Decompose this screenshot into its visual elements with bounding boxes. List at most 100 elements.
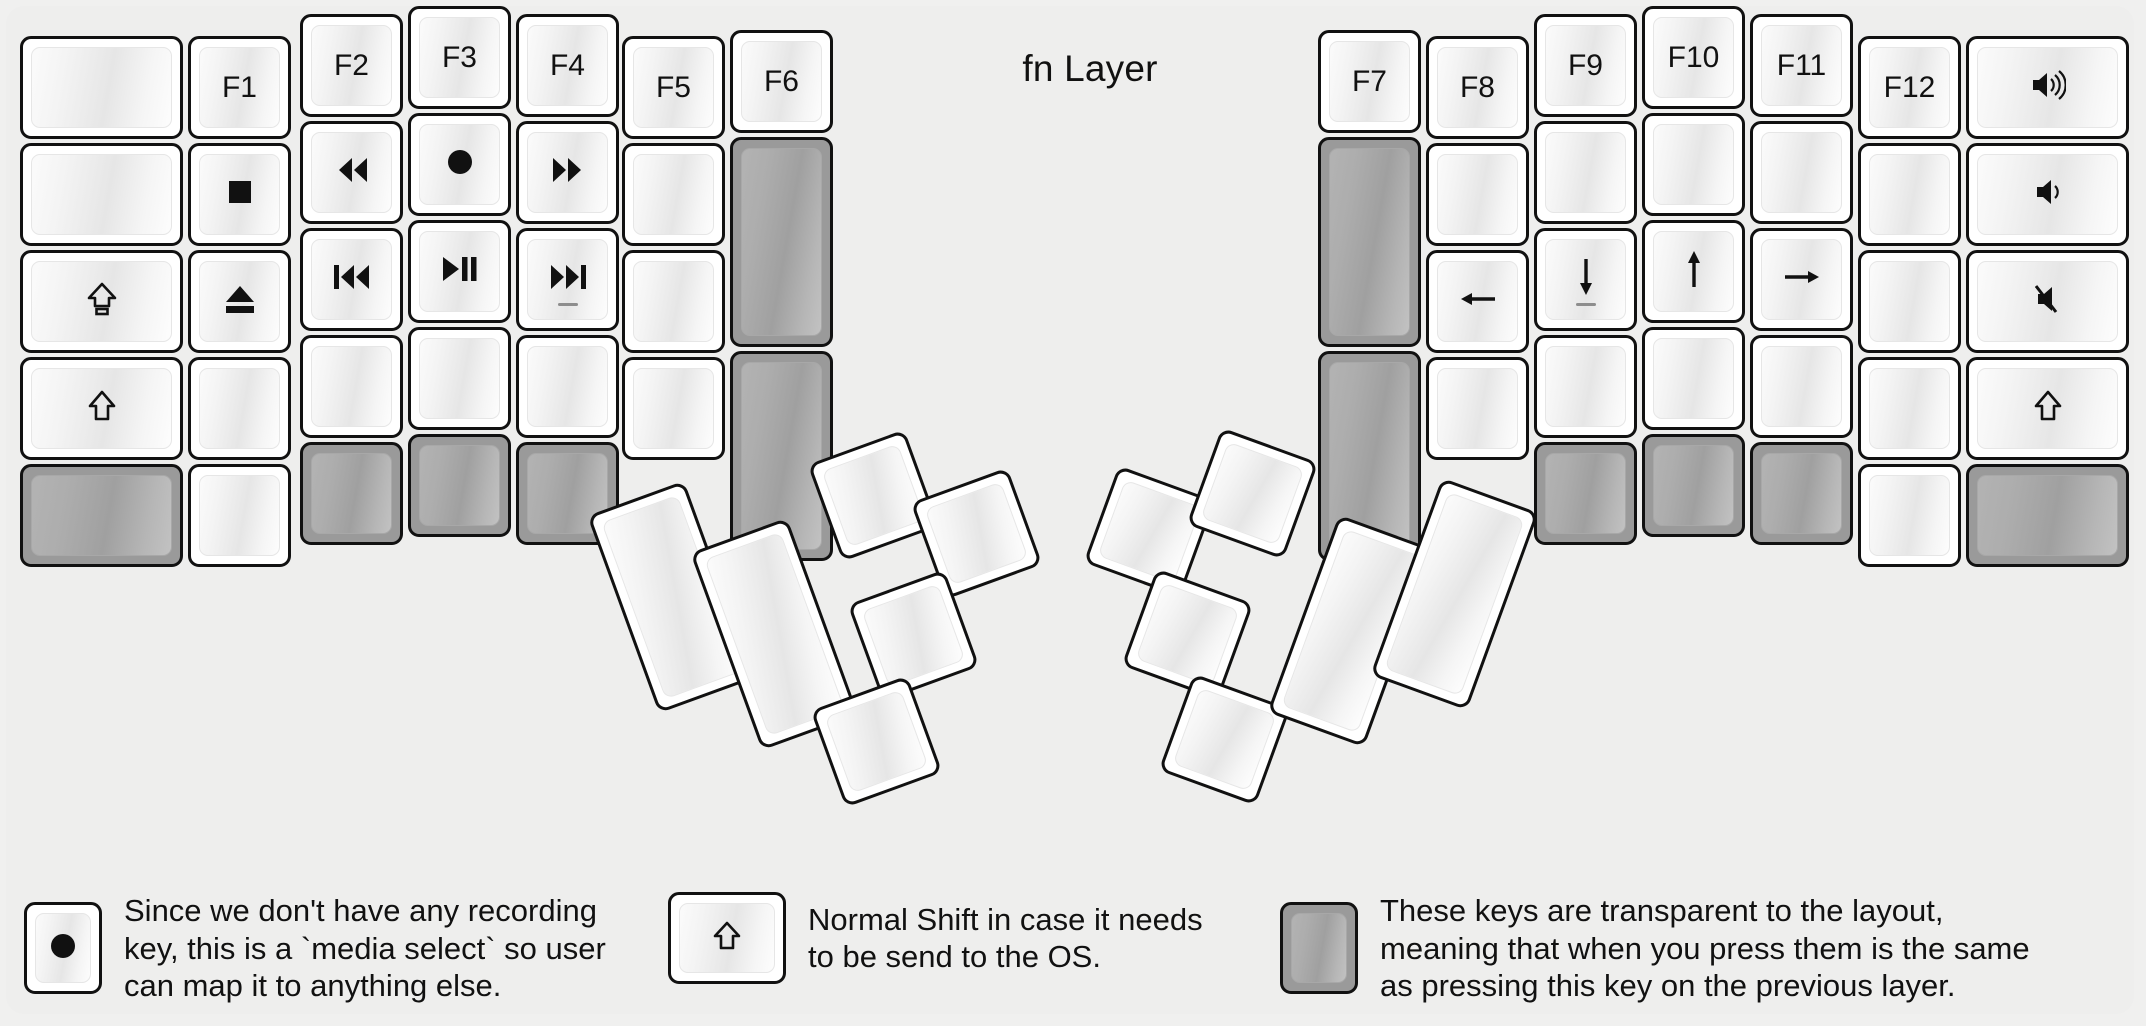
key-right-pinky-column-1[interactable]	[1858, 143, 1961, 246]
legend-key-transparent	[1280, 902, 1358, 995]
key-right-index-column-1[interactable]	[1534, 121, 1637, 224]
keycap-surface	[311, 132, 392, 213]
keycap-surface	[1977, 47, 2118, 128]
keycap-surface	[821, 443, 926, 548]
legend-keycap	[679, 903, 775, 973]
keycap-surface	[633, 261, 714, 342]
key-left-index-column-0[interactable]: F4	[516, 14, 619, 117]
key-right-middle-column-0[interactable]: F10	[1642, 6, 1745, 109]
key-right-middle-column-4[interactable]	[1642, 434, 1745, 537]
key-left-inner-column-0[interactable]: F6	[730, 30, 833, 133]
key-right-index-column-3[interactable]	[1534, 335, 1637, 438]
legend-key-record	[24, 902, 102, 995]
key-right-inner-index-column-1[interactable]	[1426, 143, 1529, 246]
key-left-pinky-column-2[interactable]	[188, 250, 291, 353]
legend-note-shift: Normal Shift in case it needs to be send…	[808, 901, 1203, 975]
keycap-surface	[1135, 582, 1240, 687]
keycap-surface: F5	[633, 47, 714, 128]
key-right-index-column-4[interactable]	[1534, 442, 1637, 545]
key-right-inner-column-0[interactable]: F7	[1318, 30, 1421, 133]
key-right-middle-column-1[interactable]	[1642, 113, 1745, 216]
keycap-surface: F8	[1437, 47, 1518, 128]
key-left-pinky-column-0[interactable]: F1	[188, 36, 291, 139]
key-right-middle-column-2[interactable]	[1642, 220, 1745, 323]
key-right-ring-column-4[interactable]	[1750, 442, 1853, 545]
key-right-ring-column-2[interactable]	[1750, 228, 1853, 331]
key-left-inner-index-column-1[interactable]	[622, 143, 725, 246]
key-right-pinky-outer-column-2[interactable]	[1966, 250, 2129, 353]
key-right-pinky-column-2[interactable]	[1858, 250, 1961, 353]
key-left-inner-column-1[interactable]	[730, 137, 833, 347]
key-left-pinky-outer-column-4[interactable]	[20, 464, 183, 567]
key-left-pinky-outer-column-3[interactable]	[20, 357, 183, 460]
key-left-pinky-column-3[interactable]	[188, 357, 291, 460]
key-left-pinky-outer-column-2[interactable]	[20, 250, 183, 353]
key-right-ring-column-0[interactable]: F11	[1750, 14, 1853, 117]
key-left-middle-column-2[interactable]	[408, 220, 511, 323]
keycap-surface	[31, 154, 172, 235]
arrow-up-icon	[1679, 249, 1709, 294]
keycap-surface	[1977, 475, 2118, 556]
key-left-middle-column-0[interactable]: F3	[408, 6, 511, 109]
key-right-pinky-outer-column-1[interactable]	[1966, 143, 2129, 246]
key-right-index-column-0[interactable]: F9	[1534, 14, 1637, 117]
legend-item-record: Since we don't have any recording key, t…	[24, 892, 606, 1005]
key-right-inner-index-column-0[interactable]: F8	[1426, 36, 1529, 139]
key-left-pinky-outer-column-0[interactable]	[20, 36, 183, 139]
keycap-surface	[824, 689, 929, 794]
keycap-surface	[311, 453, 392, 534]
key-left-ring-column-4[interactable]	[300, 442, 403, 545]
shift-icon	[87, 388, 117, 429]
keycap-surface: F12	[1869, 47, 1950, 128]
key-left-middle-column-1[interactable]	[408, 113, 511, 216]
keycap-surface: F1	[199, 47, 280, 128]
keycap-surface	[311, 346, 392, 427]
key-right-pinky-outer-column-4[interactable]	[1966, 464, 2129, 567]
key-left-index-column-3[interactable]	[516, 335, 619, 438]
key-left-ring-column-2[interactable]	[300, 228, 403, 331]
key-left-ring-column-1[interactable]	[300, 121, 403, 224]
keycap-surface	[31, 261, 172, 342]
homing-indicator	[1575, 303, 1596, 306]
key-left-index-column-1[interactable]	[516, 121, 619, 224]
volume-down-icon	[2034, 176, 2062, 213]
key-left-index-column-2[interactable]	[516, 228, 619, 331]
key-right-pinky-outer-column-3[interactable]	[1966, 357, 2129, 460]
key-left-pinky-column-1[interactable]	[188, 143, 291, 246]
key-right-ring-column-1[interactable]	[1750, 121, 1853, 224]
keycap-surface	[31, 368, 172, 449]
key-right-pinky-outer-column-0[interactable]	[1966, 36, 2129, 139]
key-legend-text: F10	[1667, 40, 1720, 74]
key-legend-text: F2	[333, 48, 369, 82]
key-right-pinky-column-3[interactable]	[1858, 357, 1961, 460]
keycap-surface	[741, 362, 822, 550]
legend-item-transparent: These keys are transparent to the layout…	[1280, 892, 2030, 1005]
key-right-inner-index-column-3[interactable]	[1426, 357, 1529, 460]
keycap-surface	[1761, 239, 1842, 320]
key-left-middle-column-4[interactable]	[408, 434, 511, 537]
key-left-ring-column-3[interactable]	[300, 335, 403, 438]
legend-key-shift	[668, 892, 786, 984]
key-left-inner-index-column-0[interactable]: F5	[622, 36, 725, 139]
key-right-pinky-column-0[interactable]: F12	[1858, 36, 1961, 139]
key-left-middle-column-3[interactable]	[408, 327, 511, 430]
key-left-pinky-column-4[interactable]	[188, 464, 291, 567]
key-legend-text: F3	[441, 40, 477, 74]
shift-icon	[2033, 388, 2063, 429]
key-right-middle-column-3[interactable]	[1642, 327, 1745, 430]
key-left-ring-column-0[interactable]: F2	[300, 14, 403, 117]
key-right-inner-column-1[interactable]	[1318, 137, 1421, 347]
key-left-inner-index-column-2[interactable]	[622, 250, 725, 353]
keycap-surface	[1329, 148, 1410, 336]
keycap-surface	[419, 445, 500, 526]
media-play-pause-icon	[441, 254, 479, 289]
key-right-inner-index-column-2[interactable]	[1426, 250, 1529, 353]
keycap-surface	[1653, 445, 1734, 526]
key-right-index-column-2[interactable]	[1534, 228, 1637, 331]
keycap-surface	[1653, 124, 1734, 205]
key-left-pinky-outer-column-1[interactable]	[20, 143, 183, 246]
key-right-ring-column-3[interactable]	[1750, 335, 1853, 438]
key-left-inner-index-column-3[interactable]	[622, 357, 725, 460]
keycap-surface	[741, 148, 822, 336]
key-right-pinky-column-4[interactable]	[1858, 464, 1961, 567]
